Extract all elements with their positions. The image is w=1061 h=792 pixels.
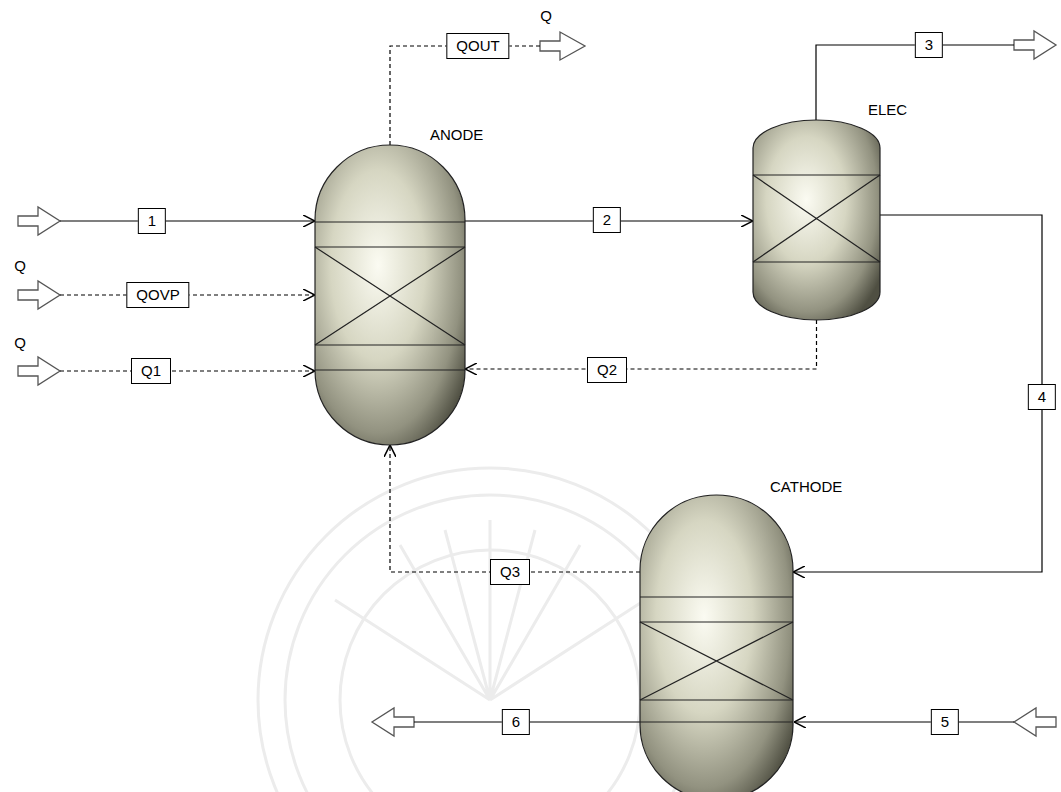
- stream-id-box: 3: [915, 32, 943, 58]
- reactor-block: ELEC: [753, 120, 880, 320]
- feed-arrow: [18, 207, 60, 235]
- stream-id-box: 1: [138, 208, 166, 234]
- stream-id: QOUT: [456, 37, 499, 54]
- packing-line: [640, 621, 793, 622]
- vessel-body: [640, 495, 793, 792]
- stream-id: QOVP: [136, 286, 179, 303]
- packing-line: [753, 174, 880, 175]
- stream-id-box: 5: [931, 709, 959, 735]
- heat-marker: Q: [14, 334, 26, 352]
- heat-in-arrow: [18, 281, 60, 309]
- packing-line: [640, 596, 793, 597]
- heat-stream: [390, 445, 640, 572]
- product-arrow: [1014, 31, 1056, 59]
- stream-id: Q1: [141, 362, 161, 379]
- stream-id-box: QOUT: [446, 33, 509, 59]
- material-stream: [794, 721, 1014, 722]
- heat-marker: Q: [540, 7, 552, 25]
- feed-arrow: [1014, 708, 1056, 736]
- packing-line: [753, 261, 880, 262]
- reactor-block: CATHODE: [640, 495, 793, 792]
- port-arrows: [18, 31, 1056, 736]
- stream-id-box: QOVP: [126, 282, 189, 308]
- packing-cross: [640, 622, 793, 700]
- heat-marker: Q: [14, 257, 26, 275]
- vessel-body: [315, 145, 465, 445]
- packing-line: [640, 721, 793, 722]
- stream-id: Q: [14, 257, 26, 274]
- packing-line: [315, 246, 465, 247]
- vessel-body: [753, 120, 880, 320]
- heat-stream: [60, 370, 315, 371]
- vessel-shape: [315, 145, 465, 445]
- stream-id-box: 4: [1028, 384, 1056, 410]
- stream-id-box: Q1: [131, 358, 171, 384]
- stream-id: 5: [941, 713, 949, 730]
- stream-id: 3: [925, 36, 933, 53]
- packing-line: [315, 221, 465, 222]
- stream-id: Q2: [597, 361, 617, 378]
- reactor-block: ANODE: [315, 145, 465, 445]
- packing-cross: [315, 247, 465, 345]
- stream-id-box: 2: [593, 207, 621, 233]
- packing-line: [315, 344, 465, 345]
- vessel-shape: [753, 120, 880, 320]
- heat-in-arrow: [18, 357, 60, 385]
- stream-id: Q3: [500, 563, 520, 580]
- vessel-shape: [640, 495, 793, 792]
- stream-id: Q: [540, 7, 552, 24]
- heat-out-arrow: [540, 32, 585, 60]
- packing-line: [315, 369, 465, 370]
- stream-id: Q: [14, 334, 26, 351]
- heat-stream: [390, 46, 540, 145]
- product-arrow: [372, 708, 414, 736]
- stream-id: 6: [512, 713, 520, 730]
- stream-id: 1: [148, 212, 156, 229]
- block-name: ELEC: [868, 101, 907, 118]
- heat-stream: [465, 320, 817, 369]
- block-name: CATHODE: [770, 478, 842, 495]
- packing-cross: [753, 175, 880, 262]
- packing-line: [640, 699, 793, 700]
- material-stream: [60, 220, 315, 221]
- block-name: ANODE: [430, 126, 483, 143]
- stream-id: 4: [1038, 388, 1046, 405]
- stream-id-box: Q2: [587, 357, 627, 383]
- stream-id: 2: [603, 211, 611, 228]
- stream-id-box: Q3: [490, 559, 530, 585]
- stream-id-box: 6: [502, 709, 530, 735]
